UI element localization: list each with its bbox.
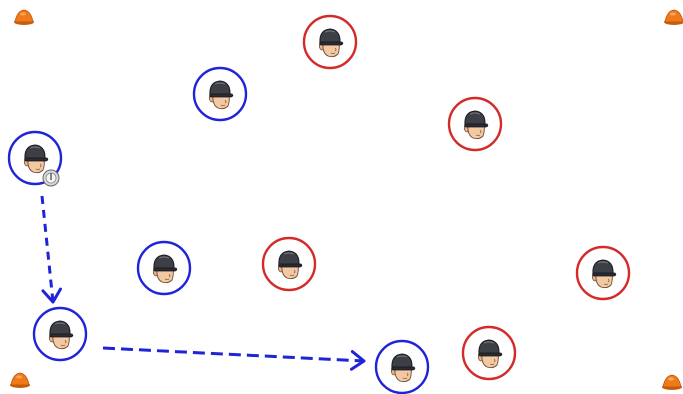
movement-arrow-run-down	[40, 195, 63, 304]
player-blue-5[interactable]	[374, 339, 430, 394]
arrowhead-icon	[41, 287, 63, 304]
cone-bottom-left-icon	[10, 372, 30, 388]
player-blue-4[interactable]	[32, 306, 88, 362]
cone-top-left-icon	[14, 9, 34, 25]
ball-icon	[42, 169, 60, 187]
cones-layer	[10, 9, 683, 390]
player-red-3[interactable]	[261, 236, 317, 292]
player-blue-3[interactable]	[136, 240, 192, 296]
player-red-2[interactable]	[447, 96, 503, 152]
player-red-4[interactable]	[575, 245, 631, 301]
movement-arrow-run-across	[102, 346, 366, 371]
player-red-5[interactable]	[461, 325, 517, 381]
player-blue-1[interactable]	[192, 66, 248, 122]
player-red-1[interactable]	[302, 14, 358, 70]
cone-top-right-icon	[664, 9, 683, 25]
arrowhead-icon	[349, 350, 366, 371]
cone-bottom-right-icon	[662, 374, 682, 390]
player-blue-2[interactable]	[7, 130, 63, 187]
movement-arrows-layer	[40, 195, 366, 371]
players-layer	[7, 14, 631, 394]
